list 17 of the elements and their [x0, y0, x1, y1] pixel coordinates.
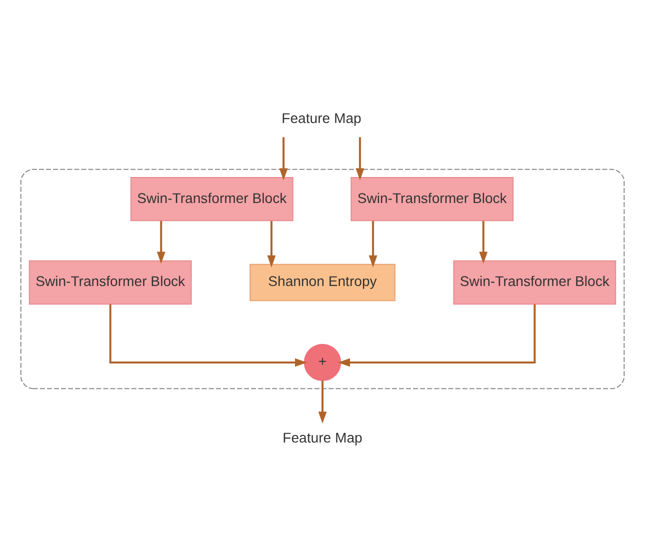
arrow: [479, 220, 488, 264]
node-box: Swin-Transformer Block: [350, 176, 514, 221]
arrow: [338, 304, 536, 366]
node-box: Shannon Entropy: [250, 263, 396, 301]
node-text: Feature Map: [282, 429, 362, 446]
arrow: [368, 220, 378, 267]
arrow: [156, 220, 166, 264]
arrow: [109, 304, 308, 366]
node-circle: +: [304, 343, 342, 381]
node-box: Swin-Transformer Block: [28, 260, 192, 304]
node-box: Swin-Transformer Block: [130, 176, 294, 221]
arrow: [356, 136, 364, 180]
arrow: [318, 380, 327, 424]
node-box: Swin-Transformer Block: [453, 260, 616, 304]
arrow: [279, 136, 288, 180]
node-text: Feature Map: [282, 109, 362, 126]
arrow: [267, 220, 276, 267]
